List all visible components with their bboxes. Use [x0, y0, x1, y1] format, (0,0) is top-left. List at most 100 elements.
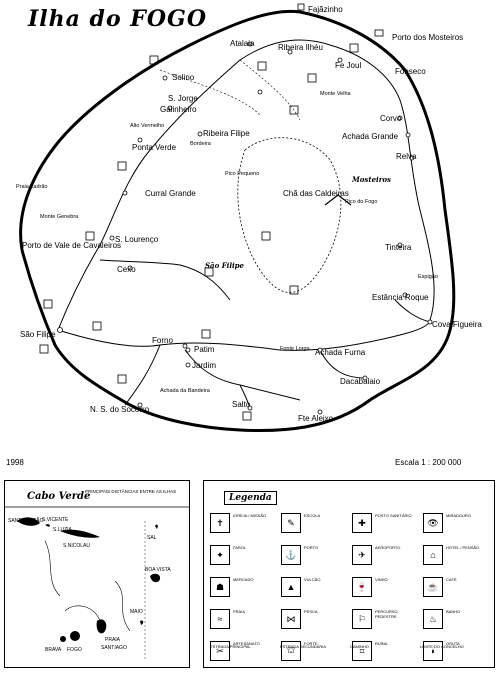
label-bordeira: Bordeira: [190, 141, 212, 147]
volcano-icon: ▲: [281, 577, 301, 597]
place-curral-grande: Curral Grande: [145, 189, 196, 198]
legend-item-label: FAROL: [233, 545, 247, 550]
place-fte-aleixo: Fte Aleixo: [298, 414, 334, 423]
coastline: [19, 9, 456, 433]
legend-item-label: PRAIA: [233, 609, 246, 614]
place-sao-filipe-center: São Filipe: [205, 261, 245, 270]
legend-item-label: IGREJA / MISSÃO: [233, 513, 267, 518]
coffee-icon: ☕: [423, 577, 443, 597]
poi-markers: [39, 3, 384, 421]
place-dacabalaio: Dacabalaio: [340, 377, 381, 386]
legend-item: ✚POSTO SANITÁRIO: [352, 513, 419, 543]
island-santa-luzia: S.LUZIA: [53, 527, 73, 533]
craft-icon: ✂: [210, 641, 230, 661]
cape-verde-note: PRINCIPAIS DISTÂNCIAS ENTRE AS ILHAS: [85, 489, 177, 494]
label-pico-pequeno: Pico Pequeno: [225, 171, 259, 177]
legend-item-label: VULCÃO: [304, 577, 321, 582]
place-s-jorge: S. Jorge: [168, 94, 198, 103]
legend-item-label: PERCURSO PEDESTRE: [375, 609, 398, 619]
legend-item-label: GRUTA: [446, 641, 460, 646]
label-espigao: Espigão: [418, 274, 438, 280]
viewpoint-icon: 👁: [423, 513, 443, 533]
label-monte-genebra: Monte Genebra: [40, 214, 79, 220]
cape-verde-title: Cabo Verde: [27, 491, 91, 502]
place-s-lourenco: S. Lourenço: [115, 235, 159, 244]
beach-icon: ≈: [210, 609, 230, 629]
school-icon: ✎: [281, 513, 301, 533]
label-alto-vermelho: Alto Vermelho: [130, 123, 164, 129]
label-praia-ladra: Praia Ladrão: [16, 184, 48, 190]
place-monte-velha: Monte Velha: [320, 91, 352, 97]
island-maio: MAIO: [130, 609, 143, 615]
legend-item: ✂ARTESANATO: [210, 641, 277, 671]
legend-footnotes: ESTRADA PRINCIPAL ESTRADA SECUNDÁRIA CAMIN…: [210, 644, 490, 649]
legend-item: ✎ESCOLA: [281, 513, 348, 543]
legend-footnote: ESTRADA SECUNDÁRIA: [280, 644, 327, 649]
legend-item-label: MIRADOURO: [446, 513, 471, 518]
walk-icon: ⚐: [352, 609, 372, 629]
legend-item: ◗GRUTA: [423, 641, 490, 671]
island-sao-vicente: S.VICENTE: [42, 517, 69, 523]
cape-verde-inset: Cabo Verde PRINCIPAIS DISTÂNCIAS ENTRE A…: [4, 480, 190, 668]
place-ns-socorro: N. S. do Socorro: [90, 405, 150, 414]
legend-item-label: VINHO: [375, 577, 388, 582]
legend-item: ☕CAFÉ: [423, 577, 490, 607]
place-ribeira-ilhau: Ribeira Ilhéu: [278, 43, 323, 52]
legend-grid: ✝IGREJA / MISSÃO✎ESCOLA✚POSTO SANITÁRIO👁…: [210, 513, 490, 671]
legend-item: ☗MERCADO: [210, 577, 277, 607]
place-sao-filipe: São Filipe: [20, 330, 56, 339]
caldera-rim: [237, 137, 342, 293]
place-porto-vale-cavaleiros: Porto de Vale de Cavaleiros: [22, 241, 121, 250]
market-icon: ☗: [210, 577, 230, 597]
map-scale: Escala 1 : 200 000: [395, 458, 462, 467]
legend-panel: Legenda ✝IGREJA / MISSÃO ✎ESCOLA✚POSTO SA…: [203, 480, 495, 668]
legend-item-label: MERCADO: [233, 577, 254, 582]
place-mosteiros: Mosteiros: [351, 175, 391, 184]
map-year: 1998: [6, 458, 24, 467]
place-tinteira: Tinteira: [385, 243, 412, 252]
map-title: Ilha do FOGO: [28, 6, 208, 32]
place-achada-furna: Achada Furna: [315, 348, 366, 357]
place-solino: Solino: [172, 73, 195, 82]
legend-item: ⚓PORTO: [281, 545, 348, 575]
island-boa-vista: BOA VISTA: [145, 567, 171, 573]
legend-item-label: PESCA: [304, 609, 318, 614]
ruin-icon: ⌗: [352, 641, 372, 661]
legend-item: ⌗RUÍNA: [352, 641, 419, 671]
legend-footnote: ESTRADA PRINCIPAL: [210, 644, 251, 649]
island-brava: BRAVA: [45, 647, 62, 653]
place-fajaozinho: Fajãzinho: [308, 5, 343, 14]
place-fonseco: Fonseco: [395, 67, 426, 76]
legend-footnote: CAMINHO: [350, 644, 369, 649]
place-cexo: Cexo: [117, 265, 136, 274]
legend-item: 👁MIRADOURO: [423, 513, 490, 543]
legend-item-label: ARTESANATO: [233, 641, 260, 646]
hotel-icon: ⌂: [423, 545, 443, 565]
label-fonte-lorga: Fonte Lorga: [280, 346, 311, 352]
legend-title: Legenda: [224, 491, 277, 505]
place-porto-mosteiros: Porto dos Mosteiros: [392, 33, 463, 42]
legend-item: ▲VULCÃO: [281, 577, 348, 607]
island-fogo: FOGO: [67, 647, 82, 653]
label-achada-bandeira: Achada da Bandeira: [160, 388, 211, 394]
health-icon: ✚: [352, 513, 372, 533]
wine-icon: 🍷: [352, 577, 372, 597]
place-patim: Patim: [194, 345, 215, 354]
legend-item: ⚐PERCURSO PEDESTRE: [352, 609, 419, 639]
port-icon: ⚓: [281, 545, 301, 565]
island-santo-antao: SANTO ANTÃO: [8, 517, 44, 524]
fort-icon: ⛫: [281, 641, 301, 661]
fish-icon: ⋈: [281, 609, 301, 629]
lighthouse-icon: ✦: [210, 545, 230, 565]
place-cha-das-caldeiras: Chã das Caldeiras: [283, 189, 349, 198]
place-corvo: Corvo: [380, 114, 402, 123]
roads: [57, 39, 435, 409]
place-jardim: Jardim: [192, 361, 216, 370]
volcano-icon: [324, 194, 352, 206]
place-achada-grande: Achada Grande: [342, 132, 399, 141]
cave-icon: ◗: [423, 641, 443, 661]
church-icon: ✝: [210, 513, 230, 533]
legend-item-label: POSTO SANITÁRIO: [375, 513, 412, 518]
place-estancia-roque: Estância Roque: [372, 293, 429, 302]
airport-icon: ✈: [352, 545, 372, 565]
